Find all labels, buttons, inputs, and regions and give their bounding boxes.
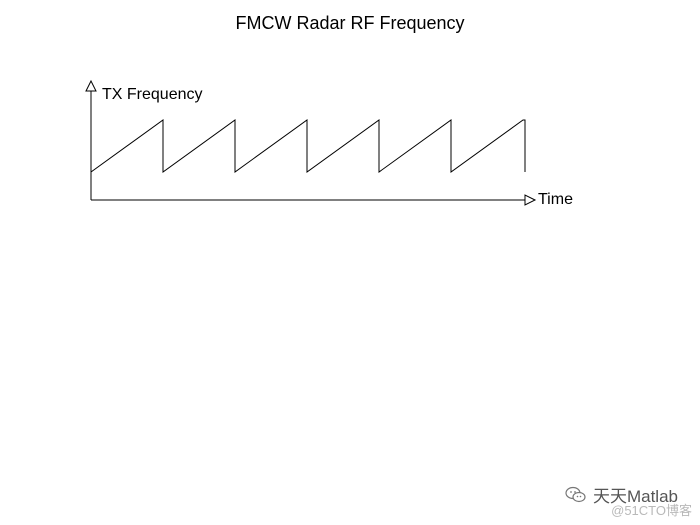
diagram-title: FMCW Radar RF Frequency (235, 13, 465, 33)
x-axis-label: Time (538, 191, 573, 208)
watermark-source: @51CTO博客 (611, 503, 692, 518)
x-axis-arrow (524, 194, 537, 206)
watermark-brand: 天天Matlab (592, 487, 678, 506)
y-axis-arrow (85, 79, 97, 92)
sawtooth-waveform (90, 119, 526, 173)
wechat-icon (565, 486, 586, 502)
watermark: 天天Matlab (565, 482, 678, 507)
y-axis-label: TX Frequency (102, 86, 202, 103)
